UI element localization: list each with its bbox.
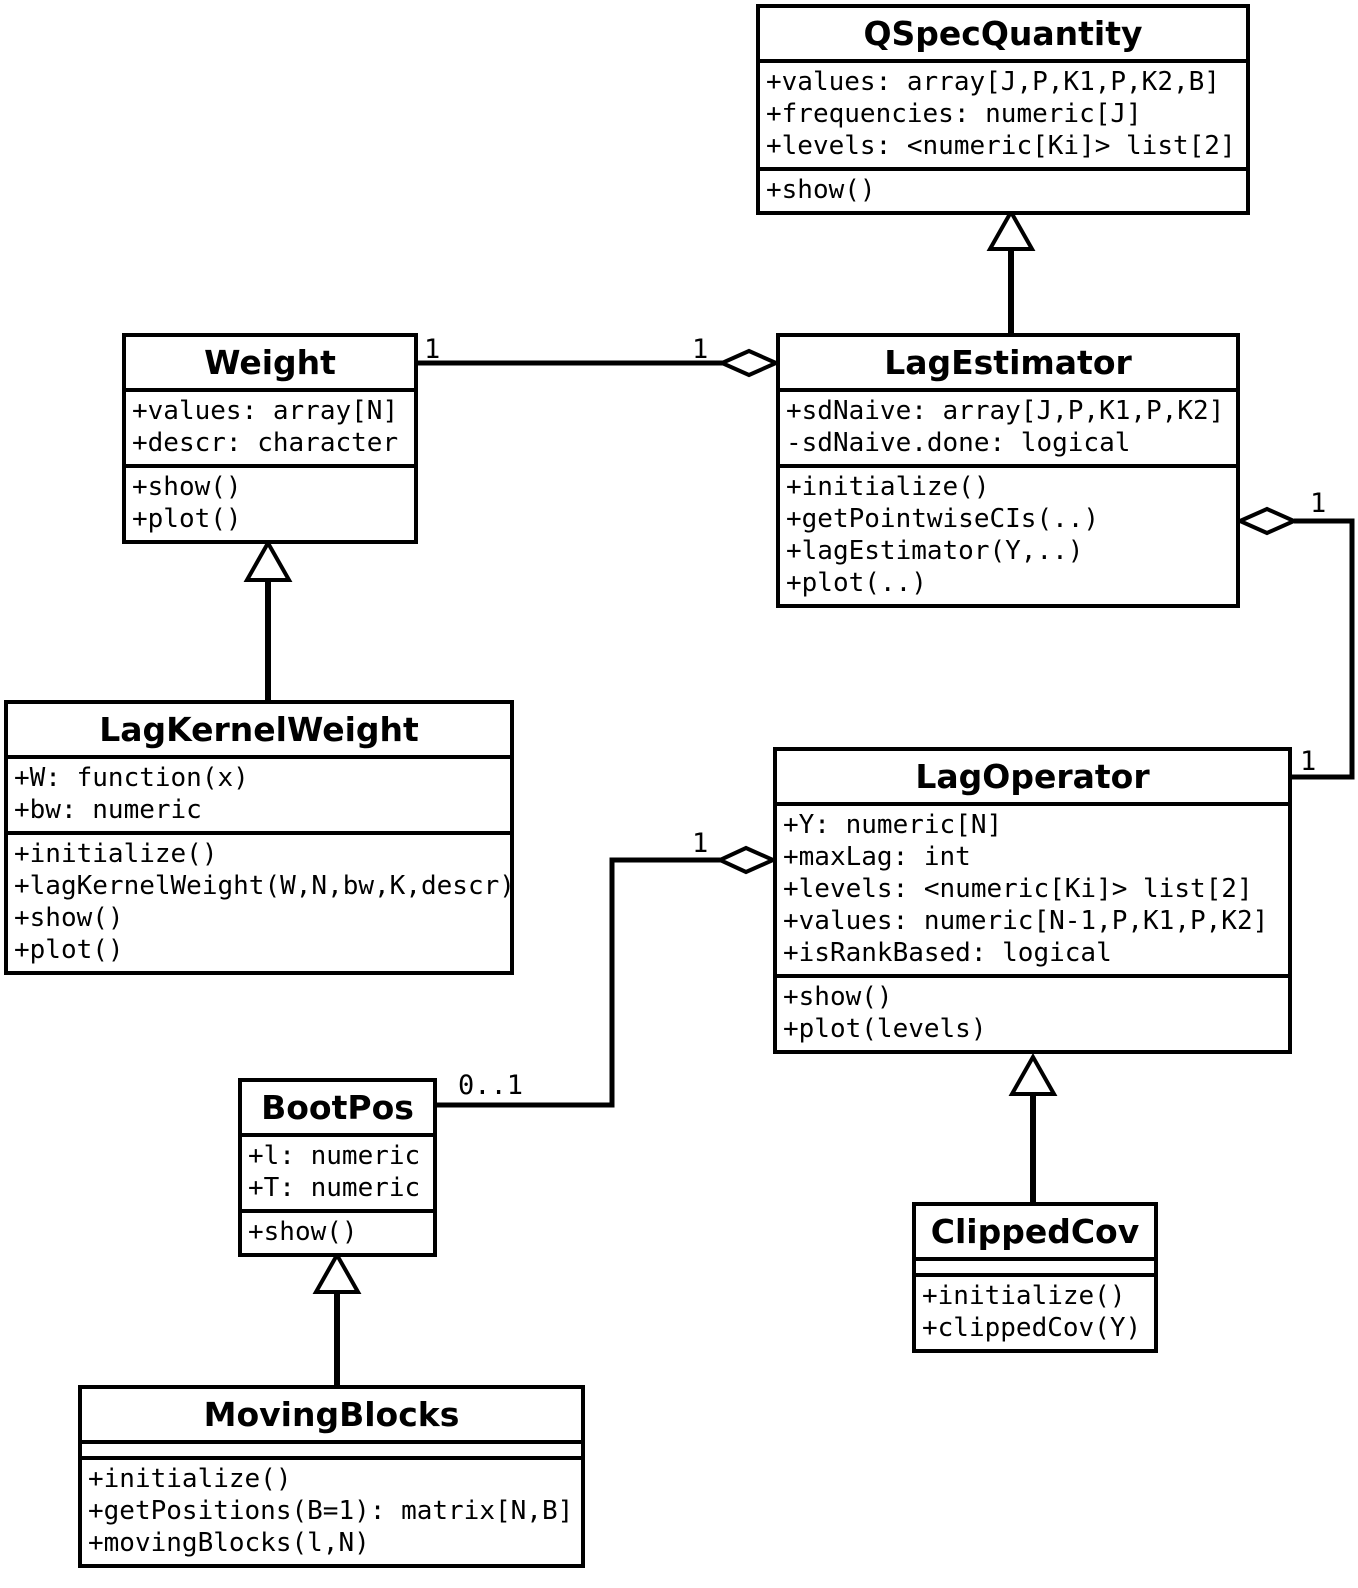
class-attributes-empty [916, 1261, 1154, 1277]
method-row: +plot() [132, 504, 242, 534]
multiplicity-label: 1 [692, 828, 709, 859]
attribute-row: +values: array[N] [132, 396, 399, 426]
multiplicity-label: 1 [692, 334, 709, 365]
attribute-row: +W: function(x) [14, 763, 249, 793]
class-movingblocks: MovingBlocks +initialize() +getPositions… [78, 1385, 585, 1568]
class-attributes: +Y: numeric[N] +maxLag: int +levels: <nu… [777, 806, 1288, 978]
multiplicity-label: 1 [1300, 746, 1317, 777]
inheritance-triangle-weight [243, 538, 293, 582]
attribute-row: +l: numeric [248, 1141, 421, 1171]
class-title: QSpecQuantity [760, 8, 1246, 63]
method-row: +initialize() [786, 472, 990, 502]
class-methods: +show() [760, 171, 1246, 211]
multiplicity-label: 1 [424, 334, 441, 365]
attribute-row: +Y: numeric[N] [783, 810, 1003, 840]
method-row: +show() [766, 175, 876, 205]
inheritance-triangle-lagoperator [1008, 1052, 1058, 1096]
method-row: +initialize() [14, 839, 218, 869]
class-attributes: +values: array[N] +descr: character [126, 392, 414, 468]
inheritance-triangle-bootpos [312, 1250, 362, 1294]
aggregation-line-bootpos-lagoperator [436, 857, 722, 1108]
class-attributes: +l: numeric +T: numeric [242, 1137, 433, 1213]
method-row: +initialize() [922, 1281, 1126, 1311]
method-row: +clippedCov(Y) [922, 1313, 1142, 1343]
class-lagestimator: LagEstimator +sdNaive: array[J,P,K1,P,K2… [776, 333, 1240, 608]
multiplicity-label: 1 [1310, 488, 1327, 519]
method-row: +getPositions(B=1): matrix[N,B] [88, 1496, 574, 1526]
attribute-row: +maxLag: int [783, 842, 971, 872]
method-row: +plot(levels) [783, 1014, 987, 1044]
class-methods: +initialize() +getPointwiseCIs(..) +lagE… [780, 468, 1236, 604]
class-methods: +initialize() +getPositions(B=1): matrix… [82, 1460, 581, 1564]
attribute-row: +sdNaive: array[J,P,K1,P,K2] [786, 396, 1225, 426]
class-title: Weight [126, 337, 414, 392]
attribute-row: +values: array[J,P,K1,P,K2,B] [766, 67, 1220, 97]
method-row: +show() [132, 472, 242, 502]
attribute-row: -sdNaive.done: logical [786, 428, 1131, 458]
class-title: LagOperator [777, 751, 1288, 806]
method-row: +plot(..) [786, 568, 927, 598]
class-methods: +initialize() +lagKernelWeight(W,N,bw,K,… [8, 835, 515, 971]
attribute-row: +isRankBased: logical [783, 938, 1112, 968]
method-row: +show() [14, 903, 124, 933]
method-row: +getPointwiseCIs(..) [786, 504, 1100, 534]
attribute-row: +bw: numeric [14, 795, 202, 825]
class-attributes: +W: function(x) +bw: numeric [8, 759, 510, 835]
attribute-row: +levels: <numeric[Ki]> list[2] [766, 131, 1236, 161]
multiplicity-label: 0..1 [458, 1070, 524, 1101]
attribute-row: +frequencies: numeric[J] [766, 99, 1142, 129]
class-clippedcov: ClippedCov +initialize() +clippedCov(Y) [912, 1202, 1158, 1353]
method-row: +lagEstimator(Y,..) [786, 536, 1084, 566]
inheritance-triangle-qspecquantity [986, 207, 1036, 251]
method-row: +plot() [14, 935, 124, 965]
aggregation-diamond-lagoperator-left [715, 845, 778, 875]
class-weight: Weight +values: array[N] +descr: charact… [122, 333, 418, 544]
class-bootpos: BootPos +l: numeric +T: numeric +show() [238, 1078, 437, 1257]
attribute-row: +values: numeric[N-1,P,K1,P,K2] [783, 906, 1269, 936]
method-row: +initialize() [88, 1464, 292, 1494]
aggregation-line-lagestimator-lagoperator [1290, 518, 1355, 780]
class-title: MovingBlocks [82, 1389, 581, 1444]
class-methods: +show() [242, 1213, 433, 1253]
attribute-row: +T: numeric [248, 1173, 421, 1203]
class-lagoperator: LagOperator +Y: numeric[N] +maxLag: int … [773, 747, 1292, 1054]
aggregation-diamond-lagestimator [717, 348, 781, 378]
aggregation-diamond-lagestimator-right [1235, 506, 1299, 536]
class-methods: +show() +plot() [126, 468, 414, 540]
method-row: +show() [248, 1217, 358, 1247]
class-attributes: +values: array[J,P,K1,P,K2,B] +frequenci… [760, 63, 1246, 171]
class-title: BootPos [242, 1082, 433, 1137]
method-row: +lagKernelWeight(W,N,bw,K,descr) [14, 871, 515, 901]
class-title: LagKernelWeight [8, 704, 510, 759]
class-title: ClippedCov [916, 1206, 1154, 1261]
class-attributes: +sdNaive: array[J,P,K1,P,K2] -sdNaive.do… [780, 392, 1236, 468]
method-row: +movingBlocks(l,N) [88, 1528, 370, 1558]
class-title: LagEstimator [780, 337, 1236, 392]
attribute-row: +descr: character [132, 428, 399, 458]
class-methods: +show() +plot(levels) [777, 978, 1288, 1050]
class-methods: +initialize() +clippedCov(Y) [916, 1277, 1154, 1349]
attribute-row: +levels: <numeric[Ki]> list[2] [783, 874, 1253, 904]
class-lagkernelweight: LagKernelWeight +W: function(x) +bw: num… [4, 700, 515, 975]
method-row: +show() [783, 982, 893, 1012]
class-attributes-empty [82, 1444, 581, 1460]
class-qspecquantity: QSpecQuantity +values: array[J,P,K1,P,K2… [756, 4, 1250, 215]
